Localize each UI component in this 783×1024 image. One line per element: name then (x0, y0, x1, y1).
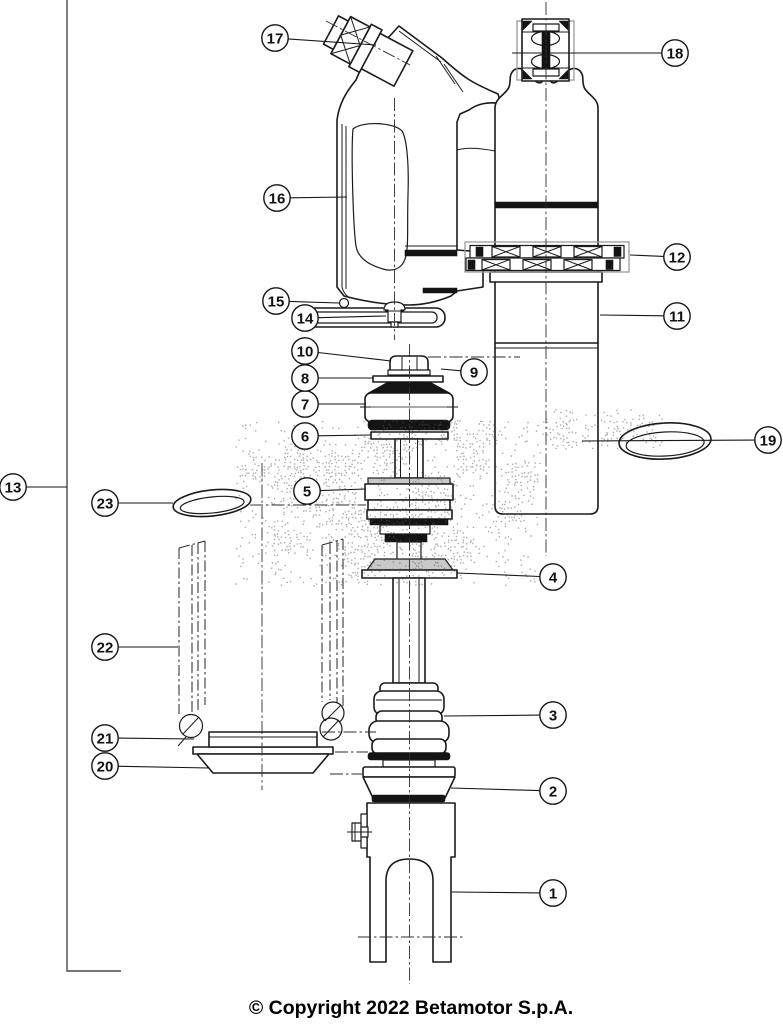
svg-text:5: 5 (303, 483, 311, 500)
svg-text:20: 20 (97, 758, 114, 775)
part-bearing-18 (516, 18, 575, 82)
svg-text:2: 2 (549, 783, 557, 800)
part-main-body-16 (301, 15, 502, 328)
copyright-text: © Copyright 2022 Betamotor S.p.A. (249, 997, 573, 1019)
callout-21: 21 (91, 724, 195, 752)
callout-4: 4 (456, 563, 567, 591)
callout-10: 10 (291, 337, 392, 365)
part-shaft-upper (394, 438, 424, 479)
part-nut-10 (387, 355, 431, 376)
part-oring-15 (338, 297, 350, 309)
callout-1: 1 (451, 879, 567, 907)
callout-3: 3 (443, 701, 567, 729)
svg-text:16: 16 (269, 190, 286, 207)
svg-text:3: 3 (549, 707, 557, 724)
svg-text:8: 8 (301, 370, 309, 387)
part-spring-collar-20 (192, 746, 334, 774)
svg-text:10: 10 (297, 343, 314, 360)
callout-8: 8 (291, 364, 373, 392)
part-shaft-lower (392, 577, 426, 684)
part-piston-5 (364, 477, 454, 561)
callout-16: 16 (263, 184, 348, 212)
part-spring-22 (177, 538, 345, 747)
svg-text:6: 6 (301, 428, 309, 445)
callout-19: 19 (581, 426, 782, 454)
part-spring-plate (367, 381, 451, 394)
callout-22: 22 (91, 633, 178, 661)
svg-text:11: 11 (669, 308, 685, 325)
callout-17: 17 (261, 24, 377, 52)
callout-9: 9 (440, 358, 488, 386)
svg-text:15: 15 (268, 293, 285, 310)
callout-12: 12 (629, 243, 691, 271)
part-seal-head-2 (362, 766, 456, 803)
callout-18: 18 (512, 39, 689, 67)
callout-23: 23 (91, 489, 173, 517)
part-washer-8 (372, 375, 444, 383)
part-oring-23 (172, 488, 252, 518)
svg-text:13: 13 (5, 479, 22, 496)
part-spring-seat-ring-21 (208, 731, 318, 748)
part-bumper-7 (360, 392, 458, 431)
callout-20: 20 (91, 752, 210, 780)
svg-text:7: 7 (301, 396, 309, 413)
callout-15: 15 (262, 287, 340, 315)
part-clevis-1 (347, 802, 456, 963)
callout-2: 2 (450, 777, 567, 805)
svg-text:21: 21 (97, 730, 114, 747)
svg-text:1: 1 (549, 885, 557, 902)
svg-text:22: 22 (97, 639, 114, 656)
svg-text:18: 18 (667, 45, 684, 62)
callout-5: 5 (293, 477, 367, 505)
callout-13: 13 (0, 473, 67, 501)
part-clamp-12 (464, 241, 630, 273)
part-reservoir-11 (456, 18, 630, 515)
callout-6: 6 (291, 422, 372, 450)
callout-14: 14 (291, 304, 387, 332)
svg-text:14: 14 (297, 310, 314, 327)
svg-text:9: 9 (470, 364, 478, 381)
svg-text:19: 19 (760, 432, 777, 449)
svg-text:12: 12 (669, 249, 686, 266)
callout-11: 11 (599, 302, 691, 330)
callout-7: 7 (291, 390, 366, 418)
part-shaft-assembly (347, 355, 458, 963)
svg-text:17: 17 (267, 30, 284, 47)
part-bump-stop-3 (367, 682, 451, 768)
svg-text:23: 23 (97, 495, 114, 512)
svg-text:4: 4 (549, 569, 558, 586)
watermark-dots (235, 409, 664, 587)
centerlines (250, 2, 547, 984)
clevis-set-screw (347, 822, 372, 842)
bracket-line-13 (66, 0, 121, 972)
